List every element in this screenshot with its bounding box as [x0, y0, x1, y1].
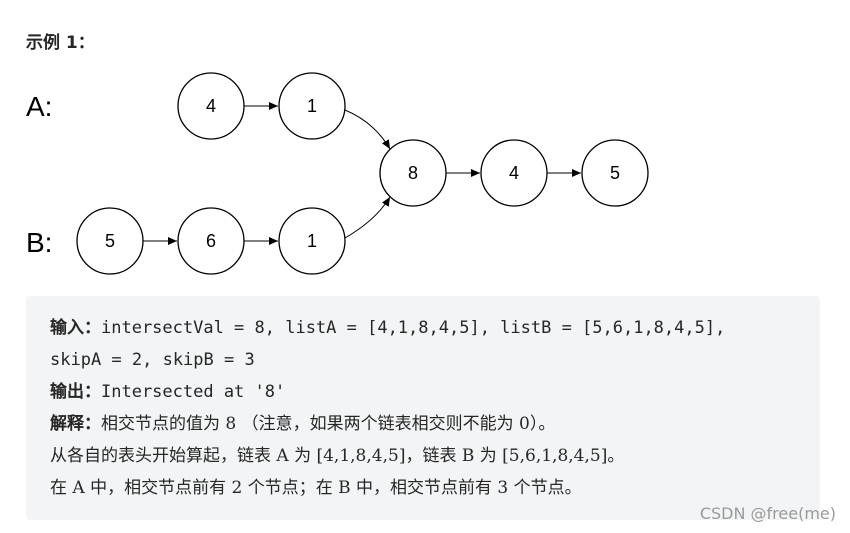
example-code-block: 输入：intersectVal = 8, listA = [4,1,8,4,5]…	[26, 296, 820, 520]
explanation-line: 解释：相交节点的值为 8 （注意，如果两个链表相交则不能为 0）。	[50, 408, 820, 440]
shared-node-value: 4	[509, 163, 519, 183]
list-b-node-value: 5	[105, 231, 115, 251]
input-line: 输入：intersectVal = 8, listA = [4,1,8,4,5]…	[50, 312, 820, 344]
list-a-node-value: 1	[307, 96, 317, 116]
list-b-node-value: 1	[307, 231, 317, 251]
list-a-label: A:	[26, 91, 52, 122]
explanation-line: 从各自的表头开始算起，链表 A 为 [4,1,8,4,5]，链表 B 为 [5,…	[50, 440, 820, 472]
explanation-text: 从各自的表头开始算起，链表 A 为 [4,1,8,4,5]，链表 B 为 [5,…	[50, 446, 625, 466]
shared-node-value: 5	[610, 163, 620, 183]
output-line: 输出：Intersected at '8'	[50, 376, 820, 408]
input-line-continued: skipA = 2, skipB = 3	[50, 344, 820, 376]
list-b-label: B:	[26, 227, 52, 258]
shared-node-value: 8	[408, 163, 418, 183]
shared-node: 4	[480, 139, 548, 207]
explanation-label: 解释：	[50, 414, 101, 434]
list-a-node: 1	[278, 72, 346, 140]
shared-node: 5	[581, 139, 649, 207]
output-label: 输出：	[50, 382, 101, 402]
linked-list-diagram: A: B: 4 1 5 6 1 8 4 5	[26, 72, 649, 275]
explanation-text: 在 A 中，相交节点前有 2 个节点；在 B 中，相交节点前有 3 个节点。	[50, 478, 582, 498]
explanation-text: 相交节点的值为 8 （注意，如果两个链表相交则不能为 0）。	[101, 414, 556, 434]
explanation-line: 在 A 中，相交节点前有 2 个节点；在 B 中，相交节点前有 3 个节点。	[50, 472, 820, 504]
shared-node: 8	[379, 139, 447, 207]
list-b-node-value: 6	[206, 231, 216, 251]
input-label: 输入：	[50, 318, 101, 338]
list-b-node: 6	[177, 207, 245, 275]
list-a-node-value: 4	[206, 96, 216, 116]
arrow-b-merge	[344, 196, 391, 239]
output-value: Intersected at '8'	[101, 382, 286, 402]
list-b-node: 5	[76, 207, 144, 275]
watermark: CSDN @free(me)	[699, 504, 836, 523]
example-title: 示例 1：	[26, 33, 95, 53]
input-value-continued: skipA = 2, skipB = 3	[50, 350, 255, 370]
input-value: intersectVal = 8, listA = [4,1,8,4,5], l…	[101, 318, 726, 338]
list-a-node: 4	[177, 72, 245, 140]
list-b-node: 1	[278, 207, 346, 275]
arrow-a-merge	[344, 109, 391, 150]
